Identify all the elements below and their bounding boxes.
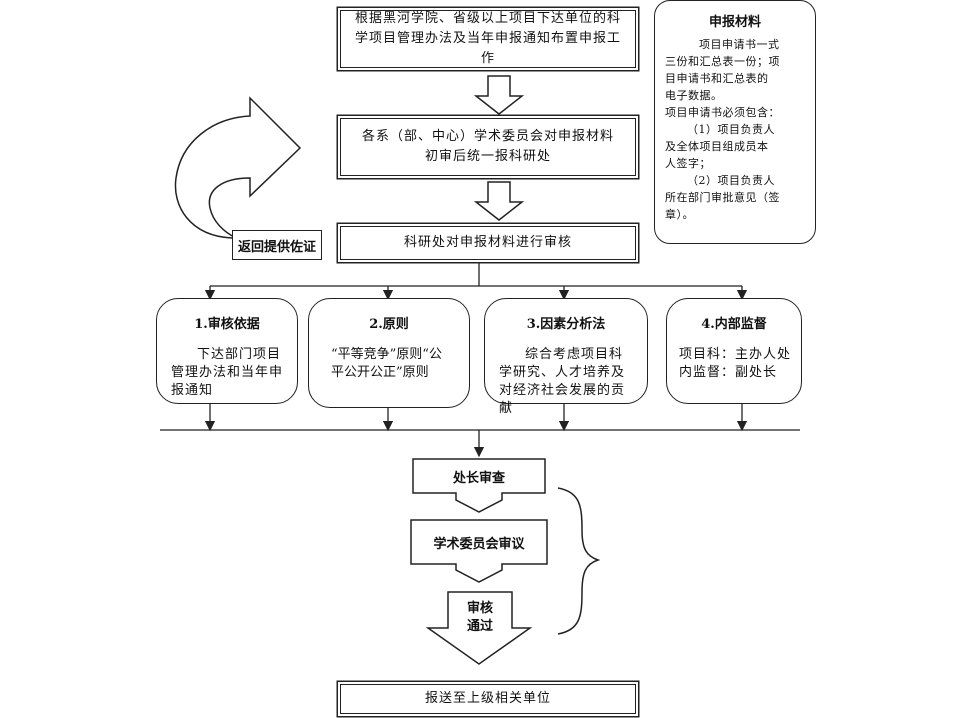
final-step-box: 报送至上级相关单位 xyxy=(340,684,636,714)
materials-line: （2）项目负责人 xyxy=(687,174,775,187)
return-label: 返回提供佐证 xyxy=(237,239,316,255)
materials-title: 申报材料 xyxy=(708,15,761,30)
criterion-body: 综合考虑项目科学研究、人才培养及对经济社会发展的贡献 xyxy=(499,347,626,416)
criterion-title: 1.审核依据 xyxy=(194,317,260,332)
criterion-box-3: 3.因素分析法 综合考虑项目科学研究、人才培养及对经济社会发展的贡献 xyxy=(484,298,648,416)
step-2-box: 各系（部、中心）学术委员会对申报材料初审后统一报科研处 xyxy=(340,118,636,176)
criterion-body: 下达部门项目管理办法和当年申报通知 xyxy=(171,347,284,398)
chief-review: 处长审查 xyxy=(413,459,545,493)
review-pass-line2: 通过 xyxy=(466,619,493,634)
down-block-arrow xyxy=(473,181,525,221)
materials-box: 申报材料 项目申请书一式 三份和汇总表一份；项 目申请书和汇总表的 电子数据。 … xyxy=(654,0,816,244)
materials-line: 三份和汇总表一份；项 xyxy=(665,55,780,68)
step-1-box: 根据黑河学院、省级以上项目下达单位的科学项目管理办法及当年申报通知布置申报工作 xyxy=(340,10,636,68)
step-2-text: 各系（部、中心）学术委员会对申报材料初审后统一报科研处 xyxy=(361,129,614,164)
criterion-body: 项目科：主办人处内监督：副处长 xyxy=(679,347,792,380)
step-3-box: 科研处对申报材料进行审核 xyxy=(340,226,636,260)
criterion-body: “平等竞争”原则“公平公开公正”原则 xyxy=(331,347,442,380)
return-label-box: 返回提供佐证 xyxy=(232,230,322,260)
final-step-text: 报送至上级相关单位 xyxy=(424,691,551,706)
review-pass-line1: 审核 xyxy=(466,601,493,616)
committee-arrow-box xyxy=(410,519,548,583)
criterion-box-2: 2.原则 “平等竞争”原则“公平公开公正”原则 xyxy=(308,298,470,408)
materials-line: 及全体项目组成员本 xyxy=(665,140,769,153)
pass-arrow-box xyxy=(425,591,533,665)
materials-body: 项目申请书一式 三份和汇总表一份；项 目申请书和汇总表的 电子数据。 项目申请书… xyxy=(665,36,807,223)
materials-line: 章）。 xyxy=(665,208,694,221)
materials-line: 目申请书和汇总表的 xyxy=(665,72,769,85)
committee-review: 学术委员会审议 xyxy=(411,520,547,564)
step-3-text: 科研处对申报材料进行审核 xyxy=(403,235,572,250)
criterion-title: 3.因素分析法 xyxy=(526,317,606,332)
chief-review-label: 处长审查 xyxy=(452,470,505,486)
criterion-box-4: 4.内部监督 项目科：主办人处内监督：副处长 xyxy=(666,298,802,404)
chief-arrow-box xyxy=(412,458,546,513)
materials-line: 项目申请书一式 xyxy=(699,38,780,51)
criterion-title: 2.原则 xyxy=(369,317,409,332)
review-pass: 审核 通过 xyxy=(448,600,512,636)
return-curve-arrow xyxy=(174,96,302,239)
committee-review-label: 学术委员会审议 xyxy=(433,536,525,552)
down-block-arrow xyxy=(473,75,525,115)
materials-line: 电子数据。 xyxy=(665,89,723,102)
criterion-title: 4.内部监督 xyxy=(701,317,767,332)
materials-line: 所在部门审批意见（签 xyxy=(665,191,780,204)
materials-line: 项目申请书必须包含： xyxy=(665,106,780,119)
materials-line: 人签字； xyxy=(665,157,711,170)
materials-line: （1）项目负责人 xyxy=(687,123,775,136)
step-1-text: 根据黑河学院、省级以上项目下达单位的科学项目管理办法及当年申报通知布置申报工作 xyxy=(354,11,621,66)
criterion-box-1: 1.审核依据 下达部门项目管理办法和当年申报通知 xyxy=(156,298,298,404)
right-brace xyxy=(557,487,601,635)
